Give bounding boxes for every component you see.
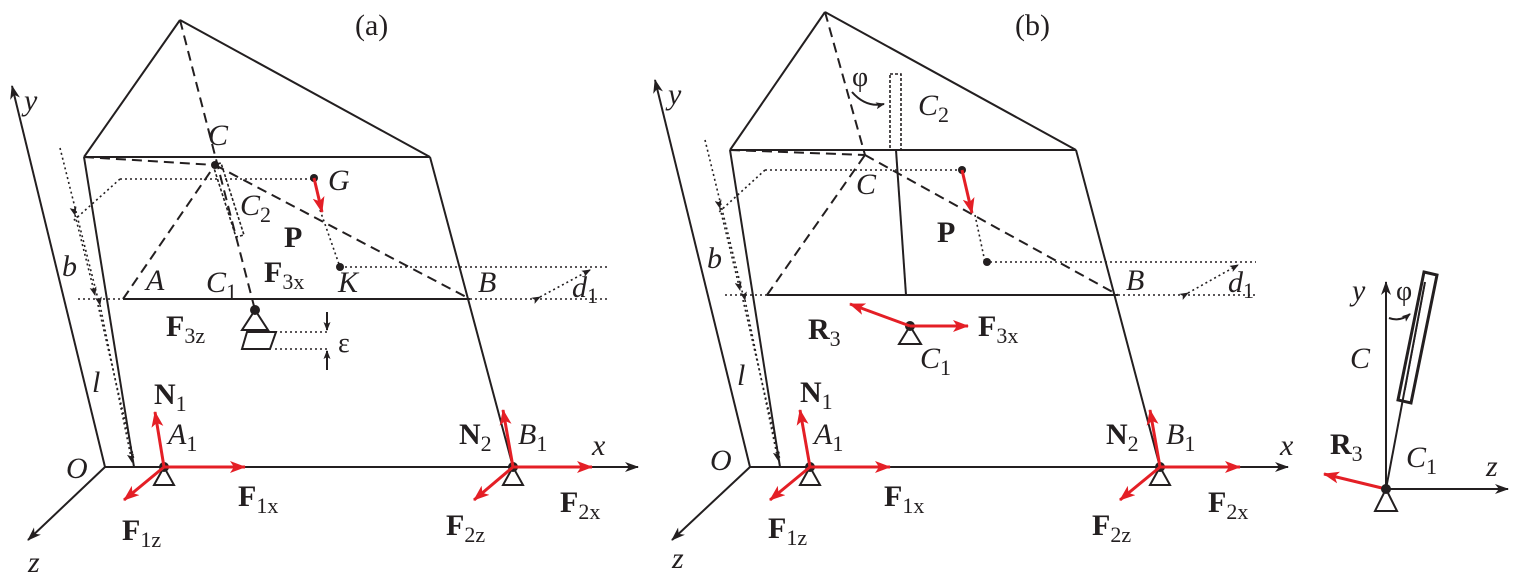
panel-b-label-R3: R3 xyxy=(808,313,841,351)
panel-b-force-F1z xyxy=(769,465,811,502)
panel-a-label-F3z: F3z xyxy=(166,310,205,348)
panel-a-label-G: G xyxy=(328,164,350,197)
panel-b-dim-b: b xyxy=(707,242,722,275)
panel-b-origin-label: O xyxy=(710,444,732,477)
panel-b-label-F1z: F1z xyxy=(768,512,807,550)
side-view-force-R3 xyxy=(1323,471,1387,491)
panel-b-force-F2z xyxy=(1119,465,1161,502)
panel-a-label-F1z: F1z xyxy=(122,514,161,552)
side-view-rod xyxy=(1396,270,1439,405)
panel-a-label-C1: C1 xyxy=(206,266,237,304)
panel-b-label-F2z: F2z xyxy=(1092,509,1131,547)
side-view-label-C1: C1 xyxy=(1406,441,1437,479)
panel-b-z-label: z xyxy=(671,542,684,575)
panel-a-label-F2x: F2x xyxy=(560,486,600,524)
panel-a-force-N2 xyxy=(499,409,515,468)
panel-a-label-P: P xyxy=(284,221,302,254)
panel-b-y-axis xyxy=(653,79,751,468)
panel-b-label-F2x: F2x xyxy=(1208,486,1248,524)
panel-b-y-label: y xyxy=(665,78,682,111)
panel-a-force-F2z xyxy=(473,465,514,502)
panel-a-force-P xyxy=(312,177,325,213)
panel-a-z-axis xyxy=(27,466,106,541)
panel-a-dim-l: l xyxy=(92,366,100,399)
panel-b-point-labels: C B C1 A1 B1 xyxy=(812,168,1195,456)
panel-a-forces: P F3x F3z N1 N2 F1x F1z F2x F2z xyxy=(122,177,600,552)
panel-a-force-F1z xyxy=(123,465,165,502)
side-view-label-C: C xyxy=(1350,342,1371,375)
panel-a-label-N1: N1 xyxy=(154,378,187,416)
panel-b-label-F3x: F3x xyxy=(978,310,1018,348)
panel-a-y-label: y xyxy=(21,84,38,117)
panel-b-label-C1: C1 xyxy=(920,342,951,380)
panel-a-label-F1x: F1x xyxy=(238,480,278,518)
panel-b-rod: φ C2 xyxy=(851,62,949,151)
panel-a-label: (a) xyxy=(355,9,388,42)
panel-a-dim-d1: d1 xyxy=(572,271,598,308)
panel-b-dim-d1: d1 xyxy=(1228,266,1254,303)
panel-a-dimensions: b l d1 ε xyxy=(62,206,598,463)
panel-b-force-N2 xyxy=(1146,409,1162,468)
panel-b-label-C: C xyxy=(856,168,877,201)
panel-a-dim-epsilon: ε xyxy=(338,328,350,359)
panel-a-label-B1: B1 xyxy=(518,418,547,456)
panel-a-label-K: K xyxy=(337,266,360,299)
panel-a-label-F3x: F3x xyxy=(264,256,304,294)
panel-a-origin-label: O xyxy=(66,452,88,485)
panel-b-dim-l: l xyxy=(737,359,745,392)
panel-a-label-A1: A1 xyxy=(166,418,197,456)
panel-a-x-label: x xyxy=(591,429,606,462)
panel-a-rod xyxy=(211,161,278,350)
panel-b-label-P: P xyxy=(937,216,955,249)
side-view-y-label: y xyxy=(1349,274,1366,307)
panel-a-label-A: A xyxy=(144,264,165,297)
panel-b-x-label: x xyxy=(1279,429,1294,462)
side-view-support xyxy=(1373,486,1399,512)
panel-a-dim-b: b xyxy=(62,250,77,283)
panel-a: (a) y x z O xyxy=(10,9,639,579)
panel-a-point-labels: C C2 G A C1 K B A1 B1 xyxy=(144,119,547,456)
panel-b-phi: φ xyxy=(852,62,868,93)
panel-b-label-B1: B1 xyxy=(1166,418,1195,456)
panel-b-guides xyxy=(704,139,1256,461)
panel-b-label-N1: N1 xyxy=(800,376,833,414)
side-view-z-label: z xyxy=(1485,450,1498,483)
panel-b-label-A1: A1 xyxy=(812,418,843,456)
panel-b-label-F1x: F1x xyxy=(884,480,924,518)
panel-b-force-P xyxy=(960,169,975,214)
panel-a-force-N1 xyxy=(151,411,166,468)
panel-b-label-B: B xyxy=(1126,264,1144,297)
panel-a-label-B: B xyxy=(478,266,496,299)
panel-b-force-N1 xyxy=(796,409,812,468)
panel-a-label-N2: N2 xyxy=(459,418,492,456)
panel-b: (b) y x z O xyxy=(653,9,1294,575)
panel-b-dimensions: b l d1 xyxy=(707,199,1254,461)
side-view-phi: φ xyxy=(1396,276,1412,307)
panel-b-label-N2: N2 xyxy=(1106,418,1139,456)
panel-b-forces: P R3 F3x N1 N2 F1x F1z F2x F2z xyxy=(768,169,1248,550)
panel-b-label-C2: C2 xyxy=(918,89,949,127)
panel-b-label: (b) xyxy=(1015,9,1050,42)
panel-b-force-R3 xyxy=(849,302,911,328)
panel-a-label-F2z: F2z xyxy=(446,509,485,547)
panel-a-label-C: C xyxy=(208,119,229,152)
panel-a-label-C2: C2 xyxy=(240,189,271,227)
side-view: y z φ C C1 R3 xyxy=(1323,270,1509,512)
panel-b-z-axis xyxy=(671,466,751,541)
panel-a-z-label: z xyxy=(27,546,40,579)
side-view-label-R3: R3 xyxy=(1330,428,1363,466)
panel-a-y-axis xyxy=(10,85,106,468)
panel-b-axes: y x z O xyxy=(653,78,1294,575)
